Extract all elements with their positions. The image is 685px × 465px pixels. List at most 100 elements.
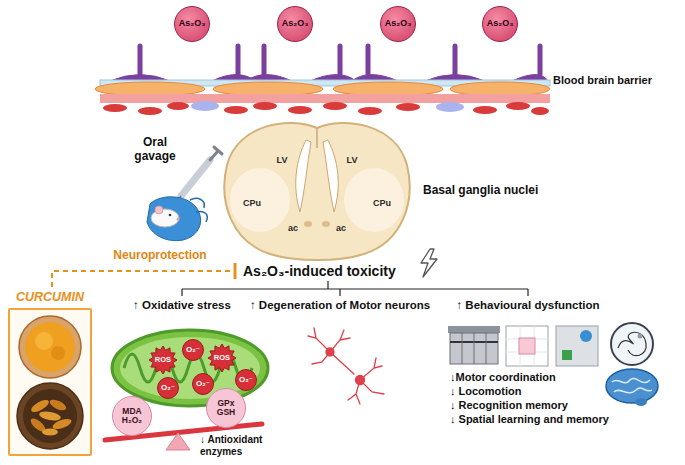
- superoxide-label: O₂⁻: [186, 346, 200, 355]
- motor-neurons: [308, 328, 354, 374]
- curcumin-heading: CURCUMIN: [8, 290, 92, 305]
- astrocyte-endfeet: [138, 46, 143, 74]
- inhibition-line: [52, 263, 235, 287]
- anatomy-label: LV: [277, 155, 288, 165]
- arsenic-molecule: As₂O₃: [482, 6, 518, 42]
- superoxide-circle: O₂⁻: [235, 369, 257, 391]
- molecule-label: As₂O₃: [385, 19, 412, 29]
- turmeric-root-bowl: [42, 429, 58, 436]
- motor-neurons: [308, 328, 384, 404]
- turmeric-powder-bowl: [51, 346, 65, 360]
- oxidant-circle: MDA H₂O₂: [112, 396, 152, 436]
- ros-star-shape: [149, 346, 177, 374]
- astrocyte-endfeet: [453, 46, 458, 74]
- oral-gavage-illustration: [181, 160, 210, 196]
- turmeric-root-bowl: [38, 410, 61, 422]
- turmeric-powder-bowl: [19, 316, 81, 378]
- oral-gavage-illustration: [210, 151, 218, 160]
- blood-vessel-wall: [450, 82, 550, 96]
- turmeric-root-bowl: [17, 383, 83, 449]
- astrocyte-endfeet: [366, 46, 371, 74]
- blood-cells: [167, 102, 189, 110]
- oral-gavage-illustration: [190, 198, 207, 222]
- branch-heading: ↑ Degeneration of Motor neurons: [250, 299, 430, 311]
- outcome-item: ↓Motor coordination: [450, 371, 556, 383]
- lightning-symbol: [421, 249, 437, 277]
- brain-section: [230, 168, 290, 232]
- turmeric-root-bowl: [51, 417, 73, 431]
- behaviour-test-icons: [448, 326, 500, 333]
- blood-cells: [138, 107, 162, 115]
- brain-section: [304, 221, 312, 227]
- superoxide-label: O₂⁻: [196, 380, 210, 389]
- blood-cells: [191, 101, 219, 111]
- superoxide-circle: O₂⁻: [182, 339, 204, 361]
- antioxidant-circle: GPx GSH: [206, 388, 246, 428]
- blood-cells: [531, 107, 549, 115]
- behaviour-test-icons: [611, 323, 653, 365]
- brain-icon: [606, 369, 658, 403]
- effect-label: Neuroprotection: [113, 248, 206, 262]
- blood-vessel-wall: [95, 80, 550, 103]
- outcome-item: ↓ Recognition memory: [450, 399, 568, 411]
- oral-gavage-illustration: [214, 147, 222, 154]
- curcumin-box: CURCUMIN: [8, 290, 92, 456]
- turmeric-root-bowl: [23, 389, 77, 443]
- blood-vessel-wall: [95, 82, 205, 96]
- turmeric-powder-bowl: [35, 332, 53, 350]
- turmeric-root-bowl: [17, 383, 83, 449]
- molecule-label: As₂O₃: [179, 19, 206, 29]
- curcumin-image-frame: [8, 308, 92, 456]
- arsenic-molecule: As₂O₃: [380, 6, 416, 42]
- superoxide-circle: O₂⁻: [157, 377, 179, 399]
- blood-vessel-wall: [333, 82, 443, 96]
- behaviour-test-icons: [506, 326, 548, 366]
- mitochondrion: [120, 337, 260, 399]
- behaviour-test-icons: [562, 350, 572, 360]
- motor-neurons: [356, 376, 365, 385]
- arsenic-molecule: As₂O₃: [277, 6, 313, 42]
- turmeric-powder-bowl: [19, 316, 81, 378]
- behaviour-test-icons: [450, 333, 498, 364]
- astrocyte-endfeet: [538, 46, 543, 74]
- effect-note: ↓ Antioxidant enzymes: [200, 434, 276, 457]
- branch-lines: [182, 281, 528, 296]
- behaviour-test-icons: [506, 326, 548, 366]
- superoxide-circle: O₂⁻: [192, 373, 214, 395]
- blood-cells: [323, 102, 347, 110]
- blood-vessel-wall: [100, 94, 550, 103]
- branch-heading: ↑ Oxidative stress: [133, 299, 231, 311]
- antioxidant-label: GPx GSH: [211, 399, 241, 418]
- blood-cells: [506, 102, 530, 110]
- outcome-item: ↓ Spatial learning and memory: [450, 413, 609, 425]
- astrocyte-endfeet: [262, 46, 267, 74]
- motor-neurons: [326, 348, 334, 356]
- brain-section: [323, 140, 338, 212]
- oxidant-label: MDA H₂O₂: [117, 407, 147, 426]
- behaviour-test-icons: [638, 334, 643, 339]
- superoxide-label: O₂⁻: [239, 376, 253, 385]
- curcumin-images: [10, 310, 90, 454]
- ros-label: ROS: [214, 354, 230, 362]
- anatomy-label: ac: [336, 223, 346, 233]
- method-label: Oral gavage: [125, 135, 185, 163]
- astrocyte-endfeet: [110, 46, 548, 81]
- molecule-label: As₂O₃: [487, 19, 514, 29]
- ros-label: ROS: [155, 356, 171, 364]
- ros-star-shape: [208, 344, 236, 372]
- blood-cells: [224, 106, 248, 114]
- blood-cells: [288, 106, 312, 114]
- anatomy-label: ac: [288, 223, 298, 233]
- oral-gavage-illustration: [155, 206, 163, 214]
- ros-burst: ROS: [207, 343, 237, 373]
- branch-heading: ↑ Behavioural dysfunction: [456, 299, 599, 311]
- anatomy-label: LV: [347, 155, 358, 165]
- behaviour-test-icons: [618, 332, 646, 355]
- molecule-label: As₂O₃: [282, 19, 309, 29]
- anatomy-label: CPu: [373, 198, 391, 208]
- structure-label: Blood brain barrier: [553, 74, 652, 86]
- blood-cells: [473, 106, 497, 114]
- brain-icon: [606, 369, 658, 406]
